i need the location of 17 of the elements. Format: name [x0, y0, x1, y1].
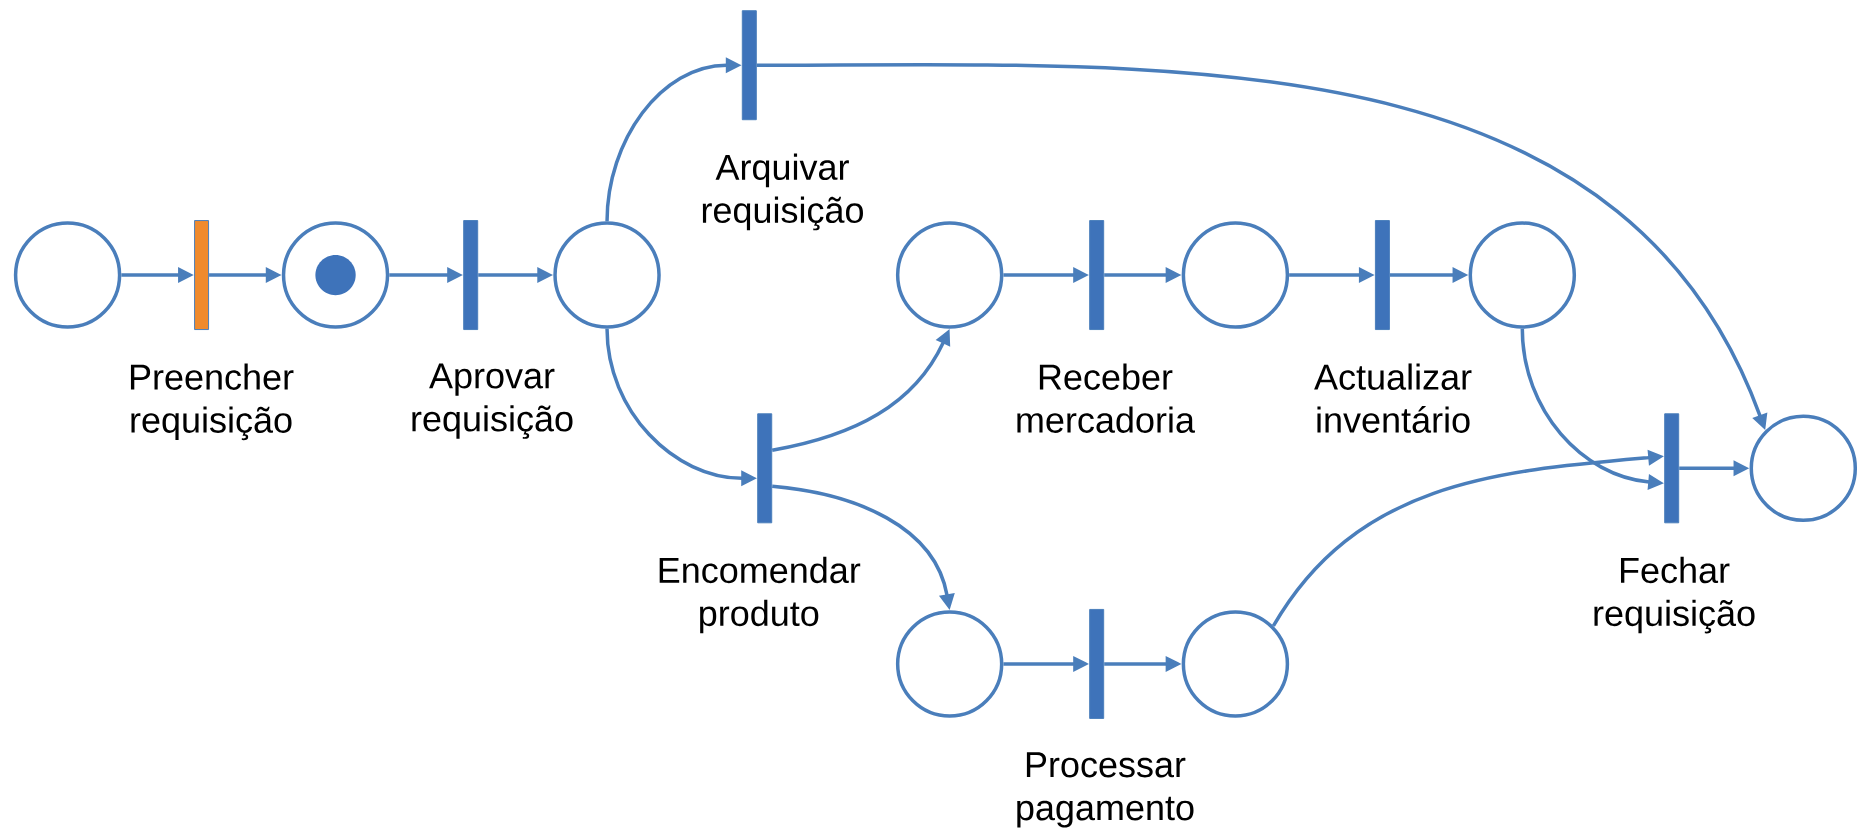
- transition-label: Receber mercadoria: [1017, 363, 1195, 433]
- transition-label: Preencher requisição: [130, 363, 294, 441]
- transition-label: Fechar requisição: [1594, 556, 1755, 634]
- transition-label: Aprovar requisição: [412, 363, 573, 439]
- transition-label: Actualizar inventário: [1314, 363, 1472, 433]
- place-circle: [13, 221, 122, 329]
- place-circle: [1468, 221, 1577, 329]
- place-circle: [895, 610, 1004, 718]
- place-with-token: [281, 221, 390, 329]
- place-circle: [1749, 414, 1858, 523]
- transition-label: Processar pagamento: [1017, 752, 1194, 828]
- place-circle: [1181, 221, 1290, 329]
- place-circle: [1181, 610, 1290, 718]
- transition-label: Arquivar requisição: [702, 153, 863, 231]
- place-circle: [553, 221, 661, 329]
- transition-label: Encomendar produto: [659, 556, 861, 634]
- place-circle: [895, 221, 1004, 329]
